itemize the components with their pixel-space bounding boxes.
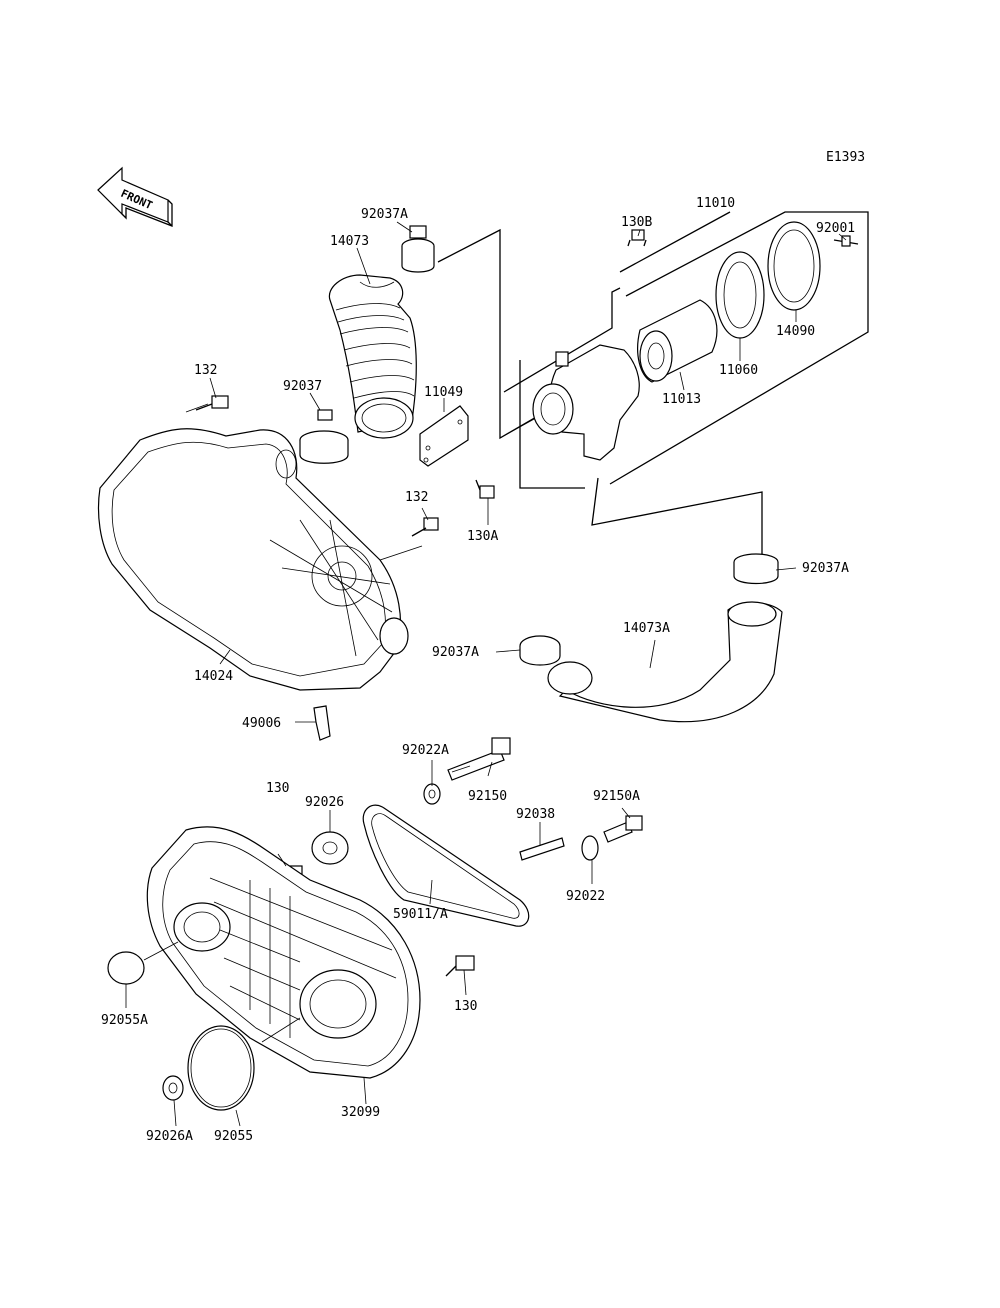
bolt-92150 <box>447 737 511 781</box>
diagram-code: E1393 <box>826 150 865 165</box>
label-130-lower: 130 <box>454 999 477 1014</box>
label-130a: 130A <box>467 529 498 544</box>
label-92150a: 92150A <box>593 789 640 804</box>
washer-92026 <box>311 831 349 865</box>
label-92150: 92150 <box>468 789 507 804</box>
label-92022: 92022 <box>566 889 605 904</box>
drive-belt-59011a <box>362 804 530 927</box>
duct-14073a <box>547 601 783 723</box>
label-92037a-top: 92037A <box>361 207 408 222</box>
label-92037a-mid: 92037A <box>432 645 479 660</box>
hose-14073 <box>328 274 417 439</box>
label-11049: 11049 <box>424 385 463 400</box>
label-92037: 92037 <box>283 379 322 394</box>
label-92026a: 92026A <box>146 1129 193 1144</box>
label-11060: 11060 <box>719 363 758 378</box>
label-92055: 92055 <box>214 1129 253 1144</box>
drain-49006 <box>313 705 331 741</box>
label-32099: 32099 <box>341 1105 380 1120</box>
label-92038: 92038 <box>516 807 555 822</box>
bolt-130a <box>475 479 495 499</box>
clamp-92037a-top <box>401 225 435 273</box>
clamp-92037a-mid <box>519 635 561 666</box>
outer-cover-14024 <box>97 428 409 691</box>
label-132-upper: 132 <box>194 363 217 378</box>
washer-92022a <box>423 783 441 805</box>
label-14090: 14090 <box>776 324 815 339</box>
label-14073a: 14073A <box>623 621 670 636</box>
filter-element-11013 <box>637 299 718 383</box>
o-ring-92055 <box>187 1025 255 1111</box>
wing-screw-92001 <box>833 235 859 247</box>
label-92026: 92026 <box>305 795 344 810</box>
label-59011a: 59011/A <box>393 907 448 922</box>
label-92037a-right: 92037A <box>802 561 849 576</box>
air-cleaner-housing <box>532 344 640 461</box>
bolt-130-lower <box>445 955 475 977</box>
label-92001: 92001 <box>816 221 855 236</box>
front-arrow-icon: FRONT <box>97 166 173 227</box>
label-14073: 14073 <box>330 234 369 249</box>
label-11010: 11010 <box>696 196 735 211</box>
label-49006: 49006 <box>242 716 281 731</box>
pin-92038 <box>519 837 565 861</box>
clamp-92037 <box>299 409 349 464</box>
label-130-upper: 130 <box>266 781 289 796</box>
part-labels: 92037A 14073 130B 11010 92001 132 92037 … <box>101 196 855 1144</box>
label-11013: 11013 <box>662 392 701 407</box>
washer-92022 <box>581 835 599 861</box>
band-14090 <box>767 221 821 311</box>
cover-11060 <box>715 251 765 339</box>
label-92055a: 92055A <box>101 1013 148 1028</box>
label-132-lower: 132 <box>405 490 428 505</box>
bolt-92150a <box>603 815 643 843</box>
bolt-130b <box>627 229 647 247</box>
label-92022a: 92022A <box>402 743 449 758</box>
label-130b: 130B <box>621 215 652 230</box>
bolt-132-lower <box>411 517 439 537</box>
leader-lines <box>125 221 847 1127</box>
clamp-92037a-right <box>733 553 779 585</box>
bracket-11049 <box>419 405 469 467</box>
label-14024: 14024 <box>194 669 233 684</box>
seal-92026a <box>162 1075 184 1101</box>
inner-cover-32099 <box>146 826 421 1079</box>
o-ring-92055a <box>107 951 145 985</box>
bolt-132-upper <box>195 395 229 411</box>
